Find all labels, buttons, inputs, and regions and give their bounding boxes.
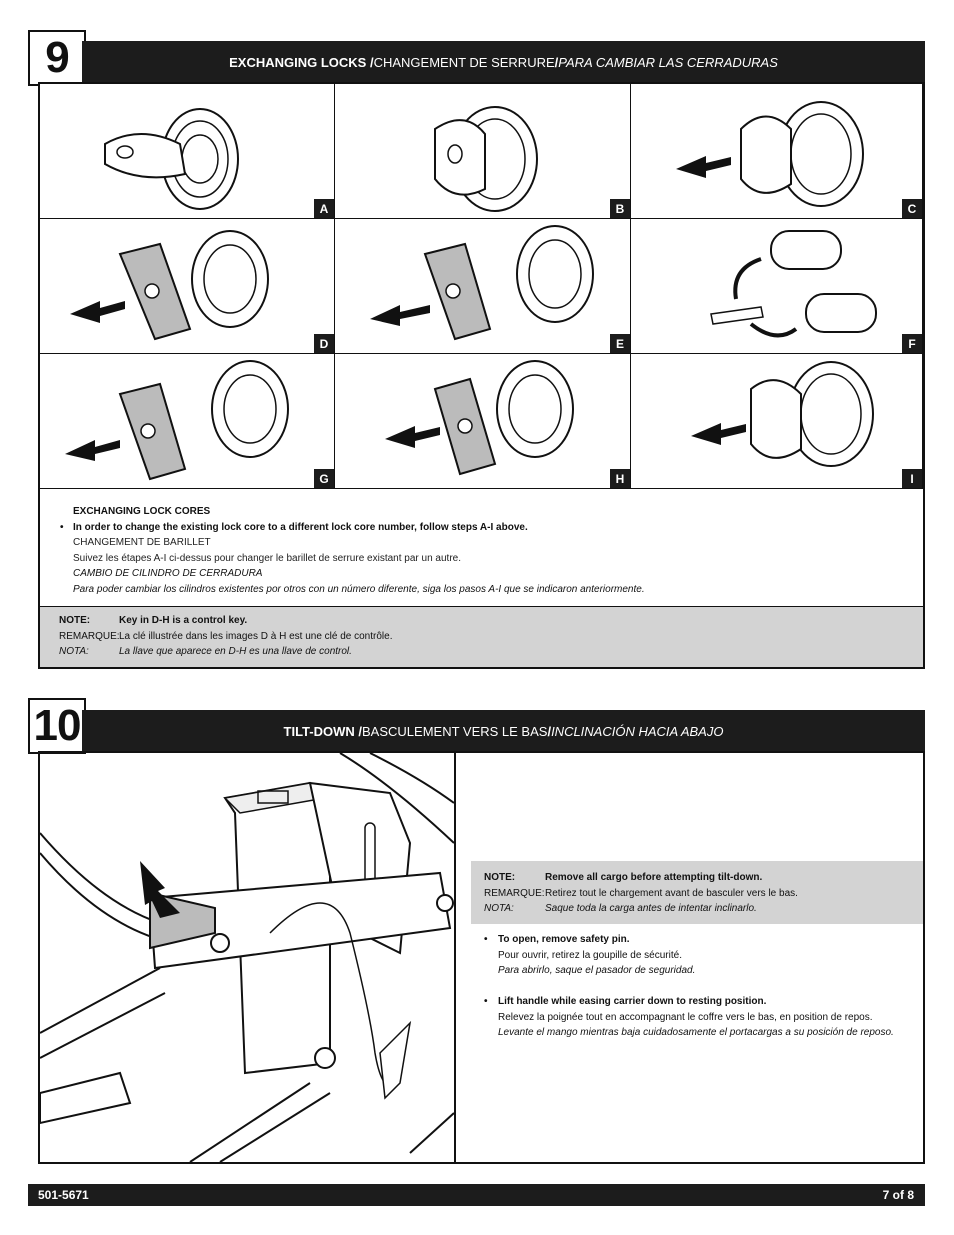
- panel-f: F: [631, 219, 923, 354]
- bullet-text-fr: Relevez la poignée tout en accompagnant …: [498, 1011, 873, 1023]
- cores-heading: EXCHANGING LOCK CORES: [73, 506, 211, 517]
- instruction-en: • In order to change the existing lock co…: [60, 520, 910, 536]
- heading-fr: CHANGEMENT DE BARILLET: [73, 537, 211, 548]
- core-extract-illustration: [370, 225, 594, 341]
- step-10-title-fr: BASCULEMENT VERS LE BAS: [362, 723, 548, 739]
- panel-h: H: [335, 354, 631, 489]
- note-en: NOTE: Key in D-H is a control key.: [59, 613, 923, 629]
- panel-tag: I: [902, 469, 922, 488]
- note-label-es: NOTA:: [484, 903, 514, 914]
- step-10-number: 10: [28, 698, 86, 754]
- step-9-title-en: EXCHANGING LOCKS /: [229, 54, 374, 70]
- step-10-bullet-2: • Lift handle while easing carrier down t…: [484, 994, 924, 1041]
- bullet-text-fr: Pour ouvrir, retirez la goupille de sécu…: [498, 949, 682, 961]
- panel-tag: E: [610, 334, 630, 353]
- step-10-title-es: INCLINACIÓN HACIA ABAJO: [551, 723, 724, 739]
- step-10-note: NOTE: Remove all cargo before attempting …: [471, 861, 923, 924]
- panel-tag: A: [314, 199, 334, 218]
- step-9-header: EXCHANGING LOCKS / CHANGEMENT DE SERRURE…: [82, 41, 925, 83]
- note-label-es: NOTA:: [59, 646, 89, 657]
- bullet-text-es: Para abrirlo, saque el pasador de seguri…: [498, 965, 696, 976]
- step-10-bullet-1: • To open, remove safety pin. Pour ouvrir…: [484, 932, 924, 979]
- key-insert-illustration: [104, 108, 239, 210]
- note-fr: REMARQUE:Retirez tout le chargement avan…: [484, 886, 923, 902]
- note-text-en: Key in D-H is a control key.: [119, 615, 248, 626]
- bullet-text-es: Levante el mango mientras baja cuidadosa…: [498, 1027, 894, 1038]
- panel-tag: C: [902, 199, 922, 218]
- note-label-en: NOTE:: [59, 615, 91, 626]
- panel-c: C: [631, 84, 923, 219]
- bullet-text-en: To open, remove safety pin.: [498, 934, 630, 945]
- note-text-fr: La clé illustrée dans les images D à H e…: [119, 630, 393, 642]
- step-9-instructions: EXCHANGING LOCK CORES • In order to chang…: [60, 504, 910, 597]
- page-number: 7 of 8: [882, 1188, 914, 1202]
- panel-tag: H: [610, 469, 630, 488]
- bullet: •: [60, 521, 64, 533]
- step-10-title-en: TILT-DOWN /: [283, 723, 362, 739]
- note-text-es: Saque toda la carga antes de intentar in…: [545, 903, 757, 914]
- panel-tag: B: [610, 199, 630, 218]
- control-key-remove-illustration: [385, 360, 574, 476]
- heading-es: CAMBIO DE CILINDRO DE CERRADURA: [73, 568, 263, 579]
- step-9-title-sep: /: [554, 54, 559, 70]
- new-core-insert-illustration: [65, 360, 289, 481]
- panel-b: B: [335, 84, 631, 219]
- note-text-es: La llave que aparece en D-H es una llave…: [119, 646, 352, 657]
- panel-e: E: [335, 219, 631, 354]
- step-9-number: 9: [28, 30, 86, 86]
- panel-i: I: [631, 354, 923, 489]
- panel-tag: G: [314, 469, 334, 488]
- instruction-fr: Suivez les étapes A-I ci-dessus pour cha…: [73, 552, 461, 564]
- note-text-en: Remove all cargo before attempting tilt-…: [545, 872, 763, 883]
- panel-tag: F: [902, 334, 922, 353]
- bullet-text-en: Lift handle while easing carrier down to…: [498, 996, 767, 1007]
- panel-tag: D: [314, 334, 334, 353]
- key-remove-illustration: [676, 101, 864, 207]
- step-9-title-es: PARA CAMBIAR LAS CERRADURAS: [558, 54, 778, 70]
- instruction-en-text: In order to change the existing lock cor…: [73, 521, 528, 533]
- panel-a: A: [40, 84, 335, 219]
- bullet-en: • Lift handle while easing carrier down t…: [484, 994, 924, 1010]
- note-label-fr: REMARQUE:: [59, 630, 120, 642]
- step-9-title-fr: CHANGEMENT DE SERRURE: [373, 54, 555, 70]
- note-es: NOTA: Saque toda la carga antes de intent…: [484, 901, 923, 917]
- part-number: 501-5671: [38, 1188, 89, 1202]
- instruction-es: Para poder cambiar los cilindros existen…: [73, 583, 645, 595]
- bullet-en: • To open, remove safety pin.: [484, 932, 924, 948]
- note-label-fr: REMARQUE:: [484, 887, 545, 899]
- step-9-note: NOTE: Key in D-H is a control key. REMARQ…: [40, 606, 923, 667]
- bullet: •: [484, 996, 488, 1007]
- step-9-frame: [38, 82, 925, 669]
- key-turn-illustration: [434, 106, 538, 212]
- panel-d: D: [40, 219, 335, 354]
- core-swap-illustration: [710, 230, 877, 338]
- note-es: NOTA: La llave que aparece en D-H es una …: [59, 644, 923, 660]
- step-10-frame: [38, 751, 925, 1164]
- note-label-en: NOTE:: [484, 872, 516, 883]
- note-fr: REMARQUE:La clé illustrée dans les image…: [59, 629, 923, 645]
- page-footer: 501-5671 7 of 8: [28, 1184, 925, 1206]
- step-10-title-sep: /: [547, 723, 552, 739]
- note-en: NOTE: Remove all cargo before attempting …: [484, 870, 923, 886]
- control-key-insert-illustration: [70, 230, 269, 341]
- tilt-down-illustration: [40, 753, 454, 1162]
- note-text-fr: Retirez tout le chargement avant de basc…: [545, 887, 798, 899]
- panel-g: G: [40, 354, 335, 489]
- step-10-divider: [454, 752, 456, 1163]
- final-key-insert-illustration: [691, 361, 874, 467]
- bullet: •: [484, 934, 488, 945]
- step-10-header: TILT-DOWN / BASCULEMENT VERS LE BAS / IN…: [82, 710, 925, 752]
